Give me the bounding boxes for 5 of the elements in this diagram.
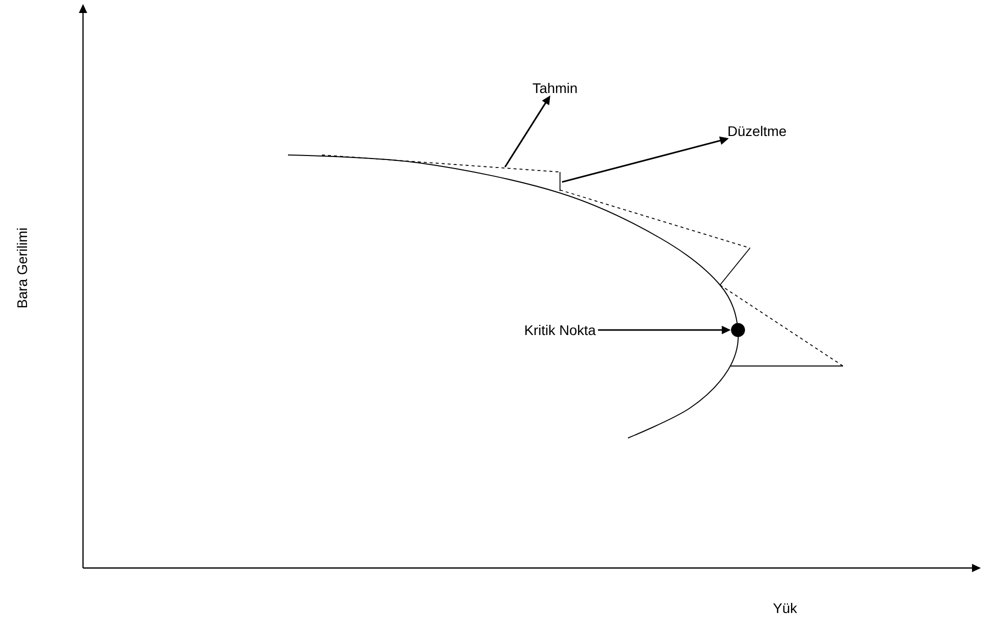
text-label: Kritik Nokta bbox=[525, 324, 596, 336]
text-label: Tahmin bbox=[532, 82, 577, 94]
axis-label: Yük bbox=[773, 602, 798, 614]
text-label: Düzeltme bbox=[728, 126, 786, 136]
axis-label: Bara Gerilimi bbox=[16, 228, 28, 308]
